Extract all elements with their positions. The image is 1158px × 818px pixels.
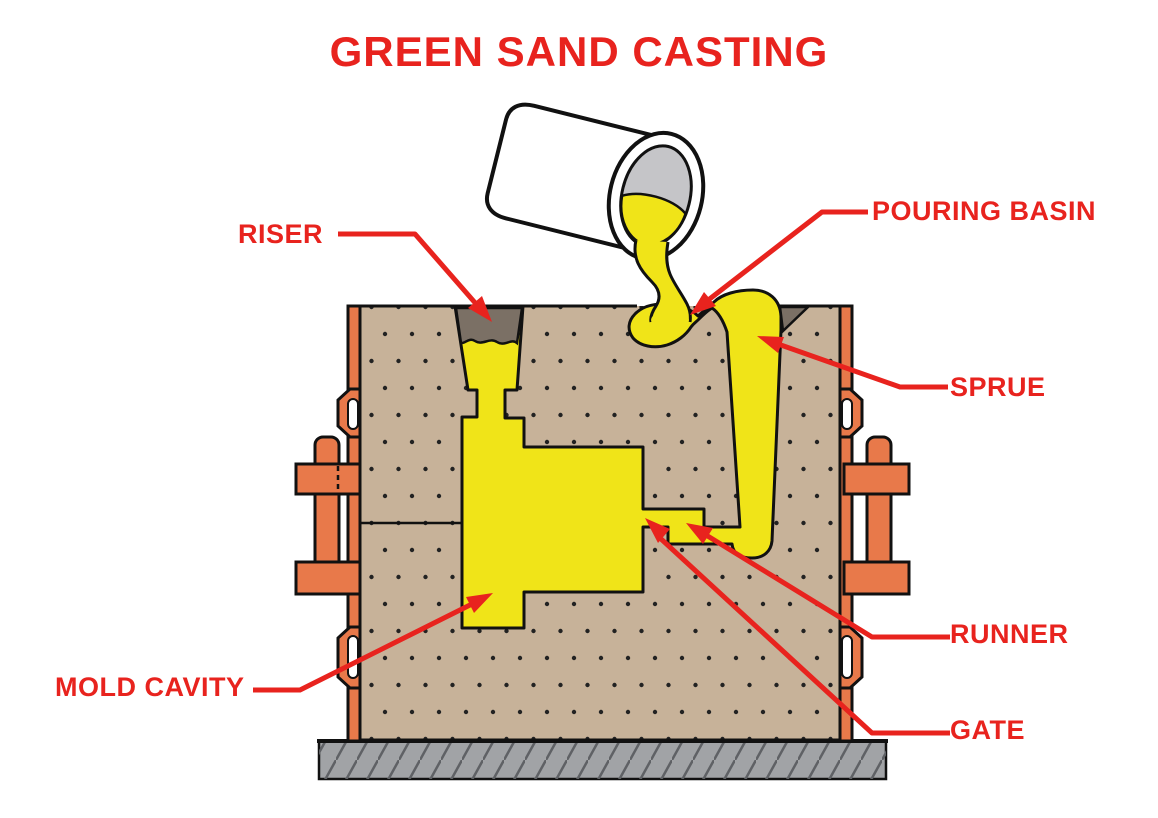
leader-pouring-basin: [705, 209, 868, 303]
leader-runner: [704, 532, 950, 640]
label-pouring-basin: POURING BASIN: [872, 196, 1097, 226]
left-clamp-top-bar: [294, 462, 363, 496]
right-clamp-top-bar: [842, 462, 911, 496]
left-flask-wall: [336, 304, 363, 743]
left-clamp: [294, 435, 363, 596]
arrow-sprue: [757, 336, 784, 353]
right-clamp-bottom-bar: [842, 560, 911, 596]
label-gate: GATE: [950, 715, 1025, 745]
molten-metal-network: [453, 288, 783, 630]
right-flask-wall: [837, 304, 864, 743]
base-plate: [317, 739, 888, 781]
label-mold-cavity: MOLD CAVITY: [55, 672, 245, 702]
right-clamp: [842, 435, 911, 596]
arrowheads: [466, 292, 784, 613]
ladle-molten-pool: [619, 192, 688, 246]
pour-stream: [633, 239, 692, 329]
arrow-mold-cavity: [466, 593, 493, 613]
riser-gray-top: [454, 306, 524, 346]
leader-gate: [658, 536, 950, 736]
sand-outline: [358, 304, 842, 742]
arrow-runner: [686, 523, 713, 544]
ladle-icon: [485, 102, 706, 262]
leader-lines: [253, 209, 950, 736]
page-title: GREEN SAND CASTING: [329, 28, 829, 75]
basin-gray-pocket: [778, 305, 812, 334]
label-riser: RISER: [238, 219, 324, 249]
leader-sprue: [777, 341, 948, 390]
leader-mold-cavity: [253, 601, 474, 693]
label-sprue: SPRUE: [950, 372, 1046, 402]
arrow-gate: [645, 518, 670, 543]
leader-riser: [338, 231, 479, 307]
arrow-pouring-basin: [690, 292, 716, 315]
label-runner: RUNNER: [950, 619, 1069, 649]
arrow-riser: [468, 296, 492, 322]
left-clamp-bottom-bar: [294, 560, 363, 596]
